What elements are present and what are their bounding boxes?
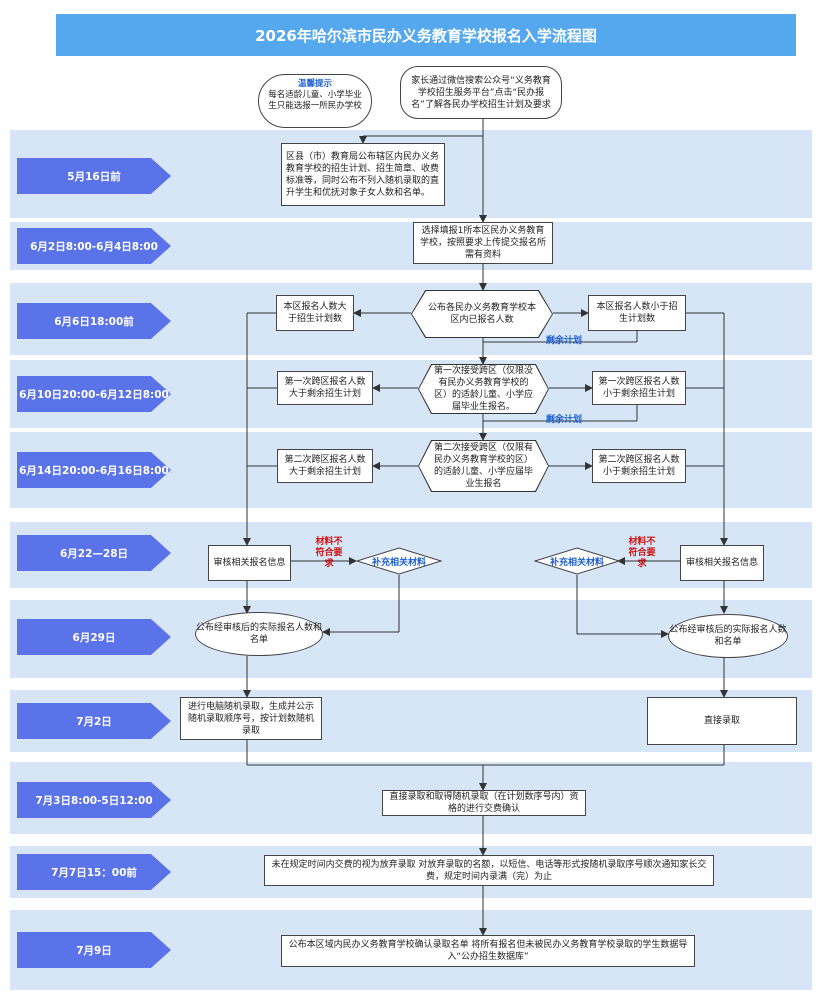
random-admission-box: 进行电脑随机录取，生成并公示随机录取顺序号，按计划数随机录取 xyxy=(180,697,322,740)
review-box-right: 审核相关报名信息 xyxy=(680,545,764,581)
publish-actual-right: 公布经审核后的实际报名人数和名单 xyxy=(668,614,788,658)
supplement-diamond-left: 补充相关材料 xyxy=(355,547,443,575)
direct-admission-box: 直接录取 xyxy=(647,697,797,745)
payment-confirm-box: 直接录取和取得随机录取（在计划数序号内）资格的进行交费确认 xyxy=(382,790,586,816)
tip-text: 每名适龄儿童、小学毕业生只能选报一所民办学校 xyxy=(268,90,362,111)
date-label: 6月6日18:00前 xyxy=(17,303,171,339)
date-label: 7月7日15：00前 xyxy=(17,854,171,890)
forfeit-box: 未在规定时间内交费的视为放弃录取 对放弃录取的名额，以短信、电话等形式按随机录取… xyxy=(264,855,714,886)
remaining-plan-label-2: 剩余计划 xyxy=(546,415,583,425)
date-label: 7月2日 xyxy=(17,703,171,739)
right-count-box-3: 第二次跨区报名人数小于剩余招生计划 xyxy=(592,449,686,483)
review-box-left: 审核相关报名信息 xyxy=(208,545,291,581)
hex-cross-district-1: 第一次接受跨区（仅限没有民办义务教育学校的区）的适龄儿童、小学应届毕业生报名。 xyxy=(418,364,549,414)
date-label: 7月3日8:00-5日12:00 xyxy=(17,782,171,818)
date-label: 6月10日20:00-6月12日8:00 xyxy=(17,376,171,412)
remaining-plan-label-1: 剩余计划 xyxy=(546,336,583,346)
left-count-box-2: 第一次跨区报名人数大于剩余招生计划 xyxy=(277,371,373,405)
date-label: 7月9日 xyxy=(17,932,171,968)
left-count-box-3: 第二次跨区报名人数大于剩余招生计划 xyxy=(277,449,373,483)
tip-heading: 温馨提示 xyxy=(297,79,332,89)
supplement-diamond-right: 补充相关材料 xyxy=(533,547,621,575)
start-node: 家长通过微信搜索公众号“义务教育学校招生服务平台”点击“民办报名”了解各民办学校… xyxy=(400,66,562,119)
publish-actual-left: 公布经审核后的实际报名人数和名单 xyxy=(195,612,323,656)
date-label: 6月14日20:00-6月16日8:00 xyxy=(17,452,171,488)
hex-publish-count: 公布各民办义务教育学校本区内已报名人数 xyxy=(411,290,553,338)
publish-plan-box: 区县（市）教育局公布辖区内民办义务教育学校的招生计划、招生简章、收费标准等，同时… xyxy=(281,143,445,206)
apply-box: 选择填报1所本区民办义务教育学校，按照要求上传提交报名所需有资料 xyxy=(413,222,553,264)
date-label: 6月29日 xyxy=(17,619,171,655)
right-count-box-1: 本区报名人数小于招生计划数 xyxy=(588,295,686,331)
final-list-box: 公布本区域内民办义务教育学校确认录取名单 将所有报名但未被民办义务教育学校录取的… xyxy=(281,935,695,967)
not-meet-label-left: 材料不符合要求 xyxy=(315,537,343,569)
right-count-box-2: 第一次跨区报名人数小于剩余招生计划 xyxy=(592,371,686,405)
left-count-box-1: 本区报名人数大于招生计划数 xyxy=(276,295,354,331)
page-title: 2026年哈尔滨市民办义务教育学校报名入学流程图 xyxy=(56,14,796,56)
not-meet-label-right: 材料不符合要求 xyxy=(628,537,656,569)
hex-cross-district-2: 第二次接受跨区（仅限有民办义务教育学校的区）的适龄儿童、小学应届毕业生报名 xyxy=(418,440,549,492)
date-label: 6月22—28日 xyxy=(17,535,171,571)
date-label: 5月16日前 xyxy=(17,158,171,194)
date-label: 6月2日8:00-6月4日8:00 xyxy=(17,228,171,264)
tip-cloud: 温馨提示 每名适龄儿童、小学毕业生只能选报一所民办学校 xyxy=(258,74,372,128)
